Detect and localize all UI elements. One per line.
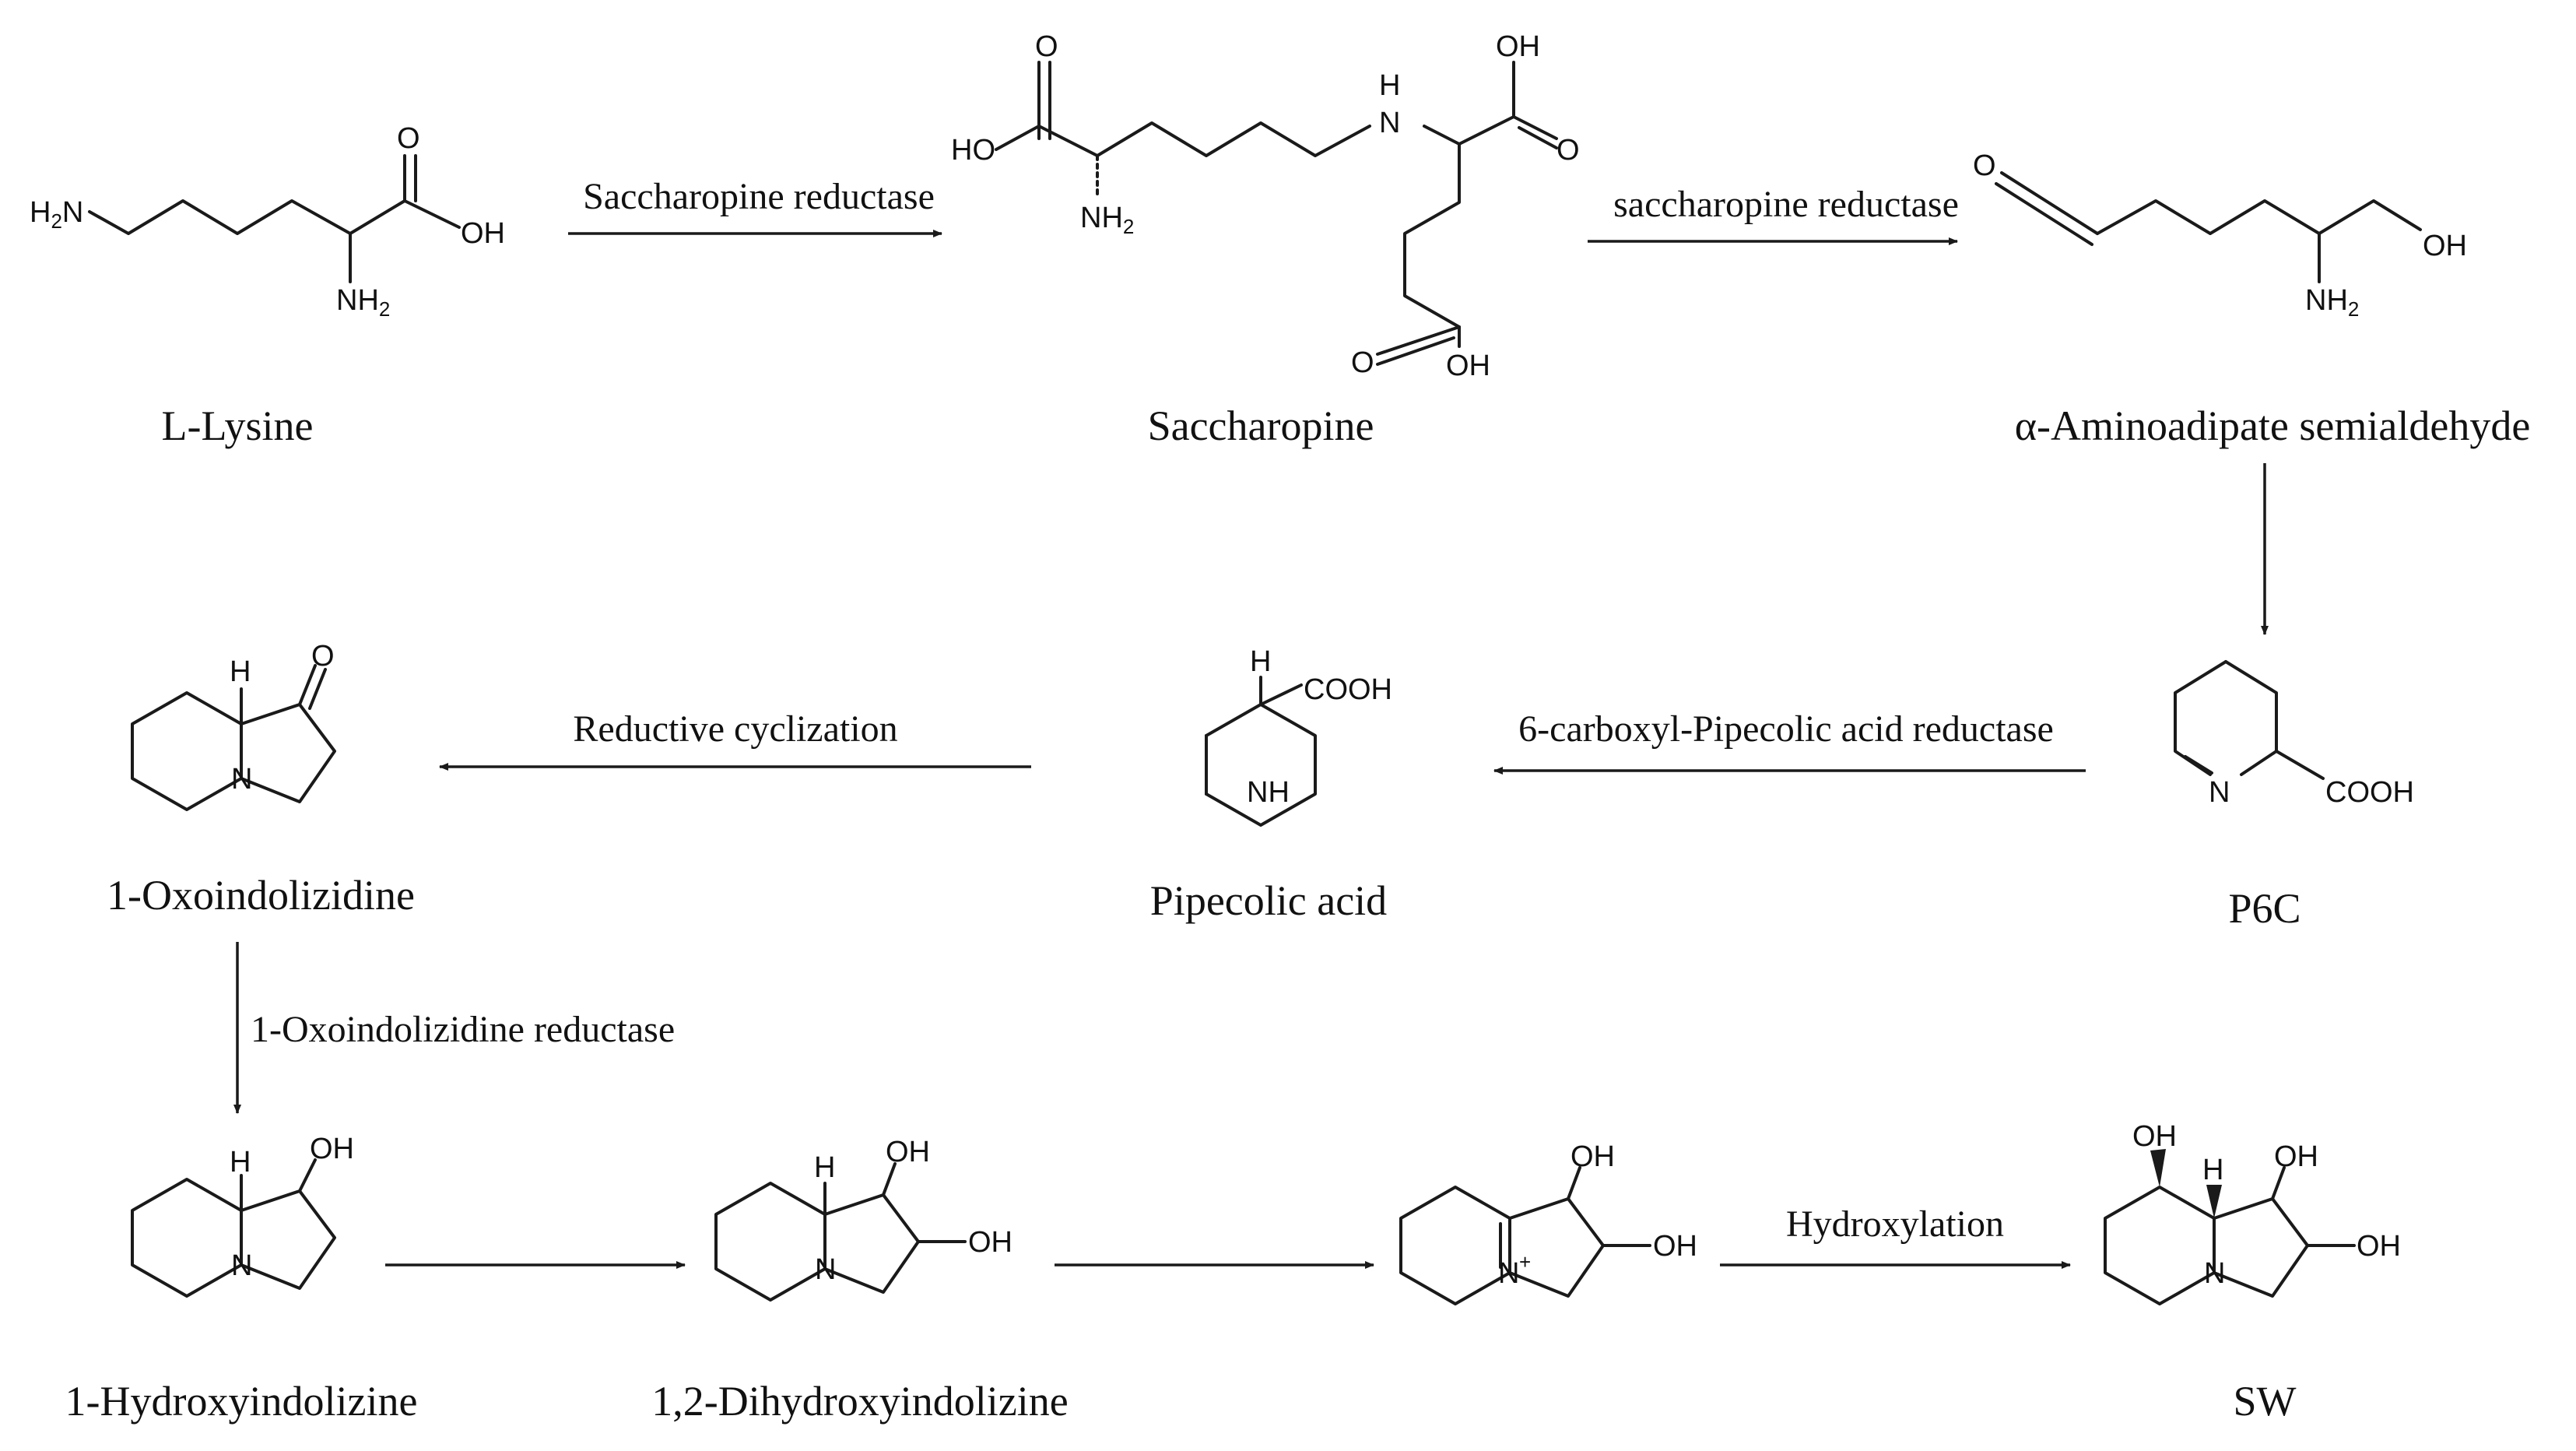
aminoadipate-structure: O OH NH2 (1973, 149, 2467, 321)
nh2-atom: NH2 (336, 284, 390, 321)
hydroxy-n-atom: N (231, 1249, 252, 1282)
oxo-o-atom: O (311, 640, 335, 673)
aminoadipate-nh2-atom: NH2 (2305, 284, 2359, 321)
saccharopine-structure: O HO NH2 N H OH O O OH (951, 30, 1580, 382)
pipecolic-nh-atom: NH (1247, 776, 1290, 809)
iminium-n-atom: N (1498, 1257, 1519, 1290)
carbonyl-o-atom: O (397, 122, 420, 155)
oxoindolizidine-structure: H O N (131, 640, 336, 811)
iminium-oh1-atom: OH (1571, 1140, 1615, 1173)
pipecolic-acid-structure: H COOH NH (1205, 645, 1392, 827)
compound-label-oxoindolizidine: 1-Oxoindolizidine (107, 872, 415, 919)
dihydroxy-n-atom: N (815, 1253, 836, 1286)
saccharopine-o-right-atom: O (1556, 134, 1580, 167)
compound-label-hydroxyindolizine: 1-Hydroxyindolizine (65, 1378, 418, 1425)
dihydroxy-h-atom: H (814, 1151, 835, 1184)
saccharopine-oh-bottom-atom: OH (1446, 350, 1490, 382)
saccharopine-o-bottom-atom: O (1351, 346, 1374, 379)
sw-n-atom: N (2204, 1257, 2225, 1290)
sw-wedge-bond-oh (2150, 1149, 2166, 1187)
p6c-n-atom: N (2209, 776, 2230, 809)
dihydroxy-oh1-atom: OH (886, 1136, 930, 1168)
l-lysine-structure: H2N O OH NH2 (30, 122, 505, 321)
enzyme-label-saccharopine-reductase-2: saccharopine reductase (1613, 184, 1959, 225)
saccharopine-ho-atom: HO (951, 134, 995, 167)
hydroxyindolizine-structure: H OH N (131, 1133, 354, 1298)
saccharopine-nh-atom: N (1379, 107, 1400, 139)
aminoadipate-oh-atom: OH (2423, 230, 2467, 262)
p6c-cooh-atom: COOH (2325, 776, 2414, 809)
saccharopine-oh-top-atom: OH (1496, 30, 1540, 63)
saccharopine-o-top-atom: O (1035, 30, 1058, 63)
saccharopine-nh-h-atom: H (1379, 69, 1400, 102)
enzyme-label-reductive-cyclization: Reductive cyclization (573, 708, 897, 750)
hydroxy-oh-atom: OH (310, 1133, 354, 1165)
enzyme-label-saccharopine-reductase: Saccharopine reductase (583, 176, 935, 217)
oxo-n-atom: N (231, 763, 252, 796)
iminium-plus-charge: + (1519, 1250, 1531, 1274)
compound-label-lysine: L-Lysine (162, 402, 314, 449)
hydroxy-h-atom: H (230, 1146, 251, 1179)
enzyme-label-hydroxylation: Hydroxylation (1786, 1203, 2004, 1245)
saccharopine-nh2-atom: NH2 (1080, 202, 1134, 238)
sw-oh1-atom: OH (2274, 1140, 2318, 1173)
pipecolic-h-atom: H (1250, 645, 1271, 678)
enzyme-label-carboxyl-pipecolic-reductase: 6-carboxyl-Pipecolic acid reductase (1518, 708, 2054, 750)
compound-label-aminoadipate: α-Aminoadipate semialdehyde (2015, 402, 2531, 449)
oxo-h-atom: H (230, 655, 251, 688)
sw-oh2-atom: OH (2357, 1230, 2401, 1263)
dihydroxy-oh2-atom: OH (968, 1226, 1013, 1259)
pipecolic-cooh-atom: COOH (1304, 673, 1392, 706)
iminium-intermediate-structure: OH OH N + (1399, 1140, 1697, 1305)
sw-wedge-bond-h (2206, 1185, 2222, 1218)
compound-label-saccharopine: Saccharopine (1148, 402, 1374, 449)
swainsonine-structure: OH H OH OH N (2104, 1120, 2401, 1305)
sw-h-atom: H (2202, 1154, 2223, 1186)
p6c-structure: N COOH (2174, 660, 2414, 809)
enzyme-label-oxoindolizidine-reductase: 1-Oxoindolizidine reductase (251, 1009, 675, 1050)
h2n-atom: H2N (30, 196, 83, 233)
compound-label-pipecolic: Pipecolic acid (1150, 877, 1387, 924)
oh-atom: OH (461, 217, 505, 250)
sw-oh-left-atom: OH (2132, 1120, 2177, 1153)
compound-label-sw: SW (2234, 1378, 2297, 1425)
aldehyde-o-atom: O (1973, 149, 1996, 182)
dihydroxyindolizine-structure: H OH OH N (714, 1136, 1013, 1302)
compound-label-dihydroxyindolizine: 1,2-Dihydroxyindolizine (651, 1378, 1068, 1425)
compound-label-p6c: P6C (2228, 885, 2301, 932)
iminium-oh2-atom: OH (1653, 1230, 1697, 1263)
